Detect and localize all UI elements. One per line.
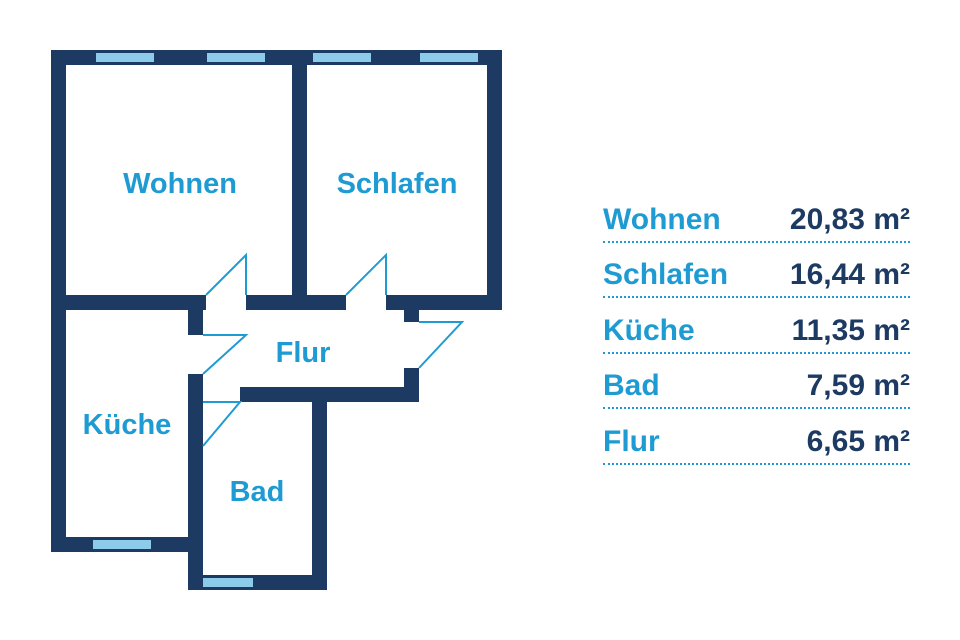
window-schlafen-left <box>313 53 371 62</box>
area-row-wohnen: Wohnen 20,83 m² <box>603 187 910 243</box>
area-room-label: Wohnen <box>603 202 721 236</box>
area-row-schlafen: Schlafen 16,44 m² <box>603 243 910 298</box>
wall-top <box>51 50 502 65</box>
wall-wohnen-schlafen <box>292 50 307 310</box>
area-table: Wohnen 20,83 m² Schlafen 16,44 m² Küche … <box>603 187 910 465</box>
area-room-label: Bad <box>603 369 660 402</box>
room-label-schlafen: Schlafen <box>337 168 458 200</box>
area-value: 11,35 m² <box>791 313 910 347</box>
area-value: 16,44 m² <box>789 258 910 291</box>
area-value: 6,65 m² <box>806 424 910 458</box>
window-schlafen-right <box>420 53 478 62</box>
wall-stub-flur-left <box>188 310 203 335</box>
window-wohnen-right <box>207 53 265 62</box>
area-room-label: Schlafen <box>603 258 729 291</box>
room-label-wohnen: Wohnen <box>123 168 237 200</box>
window-bad <box>203 578 253 587</box>
room-label-bad: Bad <box>230 476 285 508</box>
windows <box>93 53 478 587</box>
area-value: 20,83 m² <box>789 202 910 236</box>
door-bad <box>202 401 243 447</box>
door-swings <box>202 252 465 447</box>
wall-right-upper <box>487 50 502 310</box>
door-wohnen <box>205 252 247 296</box>
area-row-bad: Bad 7,59 m² <box>603 354 910 409</box>
area-room-label: Küche <box>603 313 695 347</box>
window-wohnen-left <box>96 53 154 62</box>
wall-mid-left <box>51 295 206 310</box>
wall-bad-right <box>312 387 327 590</box>
wall-flur-bottom <box>240 387 419 402</box>
window-kueche <box>93 540 151 549</box>
door-schlafen <box>345 252 387 296</box>
walls <box>51 50 502 590</box>
wall-mid-right <box>386 295 502 310</box>
wall-stub-flur-right <box>404 310 419 322</box>
room-label-flur: Flur <box>276 337 331 369</box>
wall-kueche-bad <box>188 374 203 590</box>
room-label-kueche: Küche <box>83 409 172 441</box>
floor-plan: Wohnen Schlafen Küche Bad Flur <box>51 50 502 590</box>
door-entrance <box>418 321 465 369</box>
area-row-flur: Flur 6,65 m² <box>603 409 910 465</box>
area-value: 7,59 m² <box>806 369 910 402</box>
room-labels: Wohnen Schlafen Küche Bad Flur <box>83 168 458 508</box>
door-kueche <box>202 334 249 375</box>
area-row-kueche: Küche 11,35 m² <box>603 298 910 354</box>
area-room-label: Flur <box>603 424 660 458</box>
wall-mid-center <box>246 295 346 310</box>
